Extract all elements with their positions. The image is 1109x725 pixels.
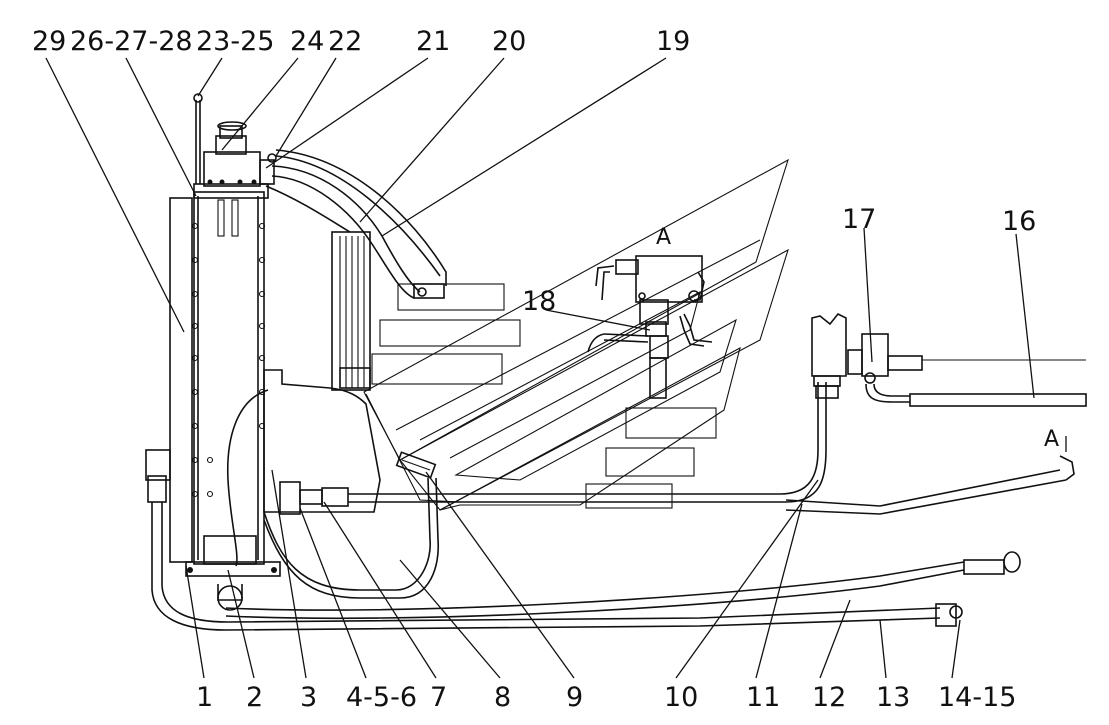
temperature-sensor	[395, 451, 437, 479]
control-valve-a	[595, 255, 713, 347]
label-17: 17	[842, 204, 876, 235]
valve-drop-hose	[587, 333, 669, 399]
leader-lines	[45, 57, 1067, 679]
label-20: 20	[492, 26, 526, 57]
upper-return-hoses	[265, 149, 447, 299]
label-22: 22	[328, 26, 362, 57]
view-a-label: A	[656, 225, 671, 250]
label-11: 11	[746, 682, 780, 713]
label-12: 12	[812, 682, 846, 713]
label-9: 9	[566, 682, 583, 713]
label-4-5-6: 4-5-6	[346, 682, 417, 713]
pressure-line	[299, 382, 1075, 515]
label-29: 29	[32, 26, 66, 57]
label-3: 3	[300, 682, 317, 713]
label-2: 2	[246, 682, 263, 713]
label-26-27-28: 26-27-28	[70, 26, 193, 57]
pump-housing	[217, 369, 381, 611]
label-21: 21	[416, 26, 450, 57]
label-24: 24	[290, 26, 324, 57]
dashboard-panel	[363, 158, 789, 511]
label-23-25: 23-25	[196, 26, 274, 57]
lower-suction-hoses	[147, 475, 1021, 631]
hydraulic-tank-column	[145, 183, 281, 577]
filler-cap-assembly	[193, 93, 277, 187]
label-8: 8	[494, 682, 511, 713]
oil-cooler	[331, 231, 371, 391]
label-19: 19	[656, 26, 690, 57]
label-1: 1	[196, 682, 213, 713]
label-14-15: 14-15	[938, 682, 1016, 713]
label-10: 10	[664, 682, 698, 713]
return-pipe-loop	[263, 477, 431, 591]
label-16: 16	[1002, 206, 1036, 237]
label-7: 7	[430, 682, 447, 713]
filter-tee-assembly	[811, 312, 923, 403]
pipe-16	[909, 359, 1087, 407]
label-18: 18	[522, 286, 556, 317]
section-a-label: A	[1044, 427, 1059, 452]
label-13: 13	[876, 682, 910, 713]
column-bolts	[191, 222, 266, 498]
